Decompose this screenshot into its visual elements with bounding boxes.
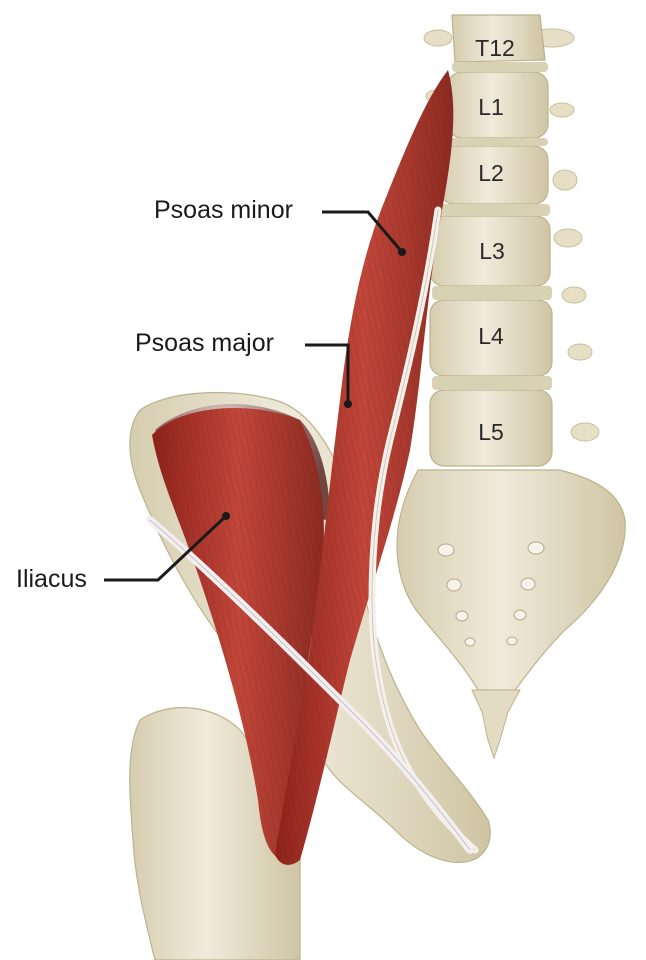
vertebral-bodies [429,14,553,467]
vertebra-label-l4: L4 [478,323,504,349]
leader-psoas-major [305,343,350,404]
label-psoas-major: Psoas major [135,329,274,357]
leader-psoas-minor [322,210,404,253]
intervertebral-discs [432,62,552,390]
vertebra-label-l5: L5 [478,419,504,445]
label-iliacus: Iliacus [16,565,87,593]
transverse-processes [423,28,600,442]
coccyx [471,689,521,760]
leader-lines [104,210,406,582]
sacrum [396,469,626,760]
inguinal-ligament [146,516,474,854]
psoas-major-muscle [275,70,454,865]
vertebra-label-l1: L1 [478,94,504,120]
lumbar-spine [423,14,600,467]
leader-iliacus [104,514,228,582]
vertebra-label-l3: L3 [479,238,505,264]
vertebra-label-l2: L2 [478,160,504,186]
iliacus-muscle [152,408,324,861]
vertebra-label-t12: T12 [475,35,515,61]
label-psoas-minor: Psoas minor [154,196,293,224]
